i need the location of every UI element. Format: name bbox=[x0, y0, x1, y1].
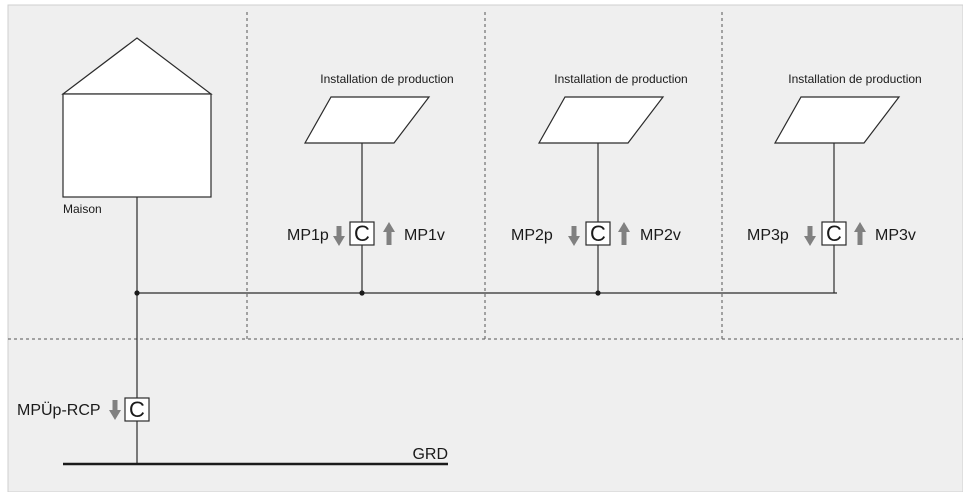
meter-symbol: C bbox=[590, 221, 606, 246]
production-unit-title: Installation de production bbox=[554, 72, 687, 86]
meter-label-right: MP3v bbox=[875, 227, 916, 244]
house-body bbox=[62, 93, 212, 198]
arrow-down-icon bbox=[568, 226, 580, 246]
arrow-down-icon bbox=[109, 400, 121, 420]
junction-dot bbox=[359, 290, 365, 296]
arrow-up-icon bbox=[618, 222, 630, 245]
production-unit-title: Installation de production bbox=[788, 72, 921, 86]
meter-box bbox=[124, 397, 150, 422]
grid: GRD bbox=[63, 446, 448, 466]
grid-meter-label: MPÜp-RCP bbox=[17, 401, 101, 419]
meter-label-left: MP1p bbox=[287, 227, 329, 244]
arrow-down-icon bbox=[333, 226, 345, 246]
house bbox=[61, 37, 213, 198]
junction-dot bbox=[134, 290, 140, 296]
meter-label-left: MP3p bbox=[747, 227, 789, 244]
meter-box bbox=[585, 221, 611, 246]
production-panel-shape bbox=[537, 96, 665, 144]
wiring bbox=[136, 143, 837, 464]
meter-symbol: C bbox=[129, 397, 145, 422]
arrow-up-icon bbox=[383, 222, 395, 245]
meter-label-right: MP2v bbox=[640, 227, 681, 244]
grid-label: GRD bbox=[412, 446, 448, 463]
junctions bbox=[134, 290, 601, 296]
meter-symbol: C bbox=[354, 221, 370, 246]
production-panel-shape bbox=[303, 96, 431, 144]
production-unit-1: Installation de production MP1p C MP1v bbox=[287, 72, 454, 246]
production-unit-3: Installation de production MP3p C MP3v bbox=[747, 72, 922, 246]
meter-symbol: C bbox=[826, 221, 842, 246]
meter-label-right: MP1v bbox=[404, 227, 445, 244]
production-unit-2: Installation de production MP2p C MP2v bbox=[511, 72, 688, 246]
grid-meter: MPÜp-RCP C bbox=[17, 397, 150, 422]
junction-dot bbox=[595, 290, 601, 296]
zone-separators bbox=[8, 12, 963, 340]
production-unit-title: Installation de production bbox=[320, 72, 453, 86]
meter-label-left: MP2p bbox=[511, 227, 553, 244]
meter-box bbox=[821, 221, 847, 246]
production-panel-shape bbox=[773, 96, 901, 144]
arrow-up-icon bbox=[854, 222, 866, 245]
arrow-down-icon bbox=[804, 226, 816, 246]
meter-box bbox=[349, 221, 375, 246]
house-label: Maison bbox=[63, 202, 102, 216]
